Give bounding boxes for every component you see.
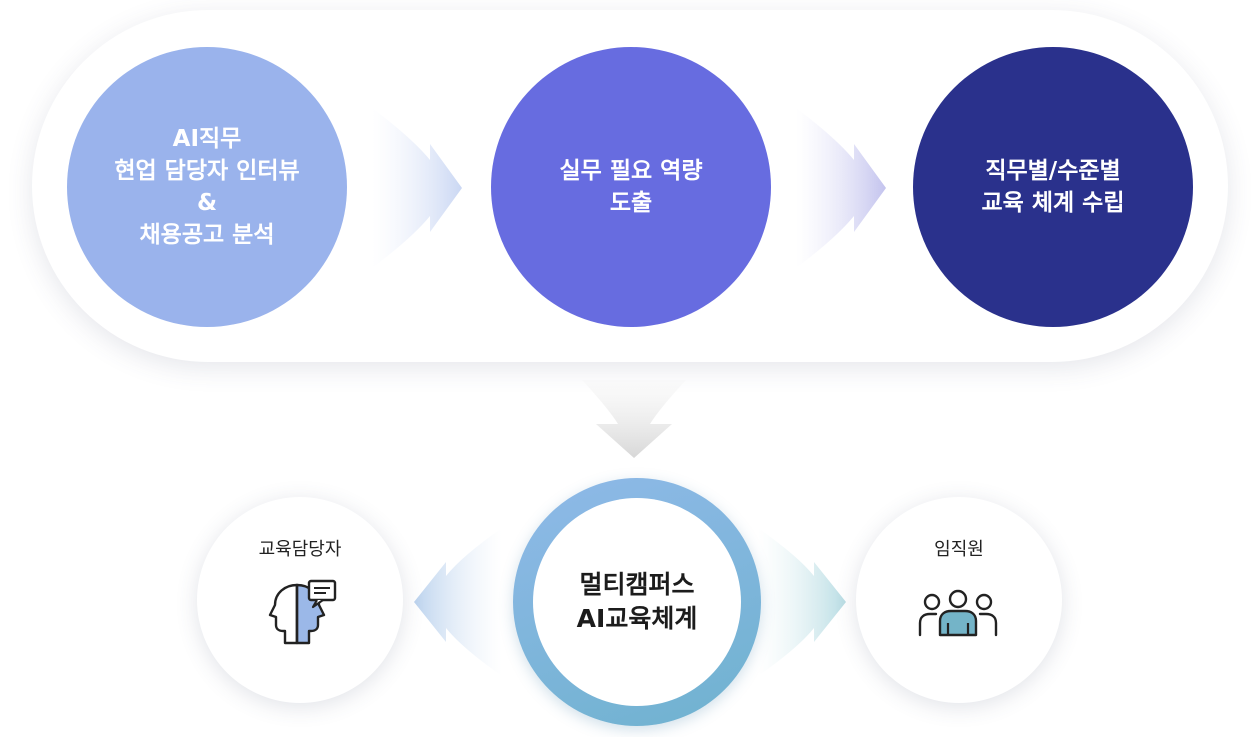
step-3-line-1: 직무별/수준별 xyxy=(985,158,1121,184)
step-circle-3: 직무별/수준별 교육 체계 수립 xyxy=(913,47,1193,327)
node-employees-label: 임직원 xyxy=(934,539,984,560)
center-line-2: AI교육체계 xyxy=(576,604,698,633)
center-line-1: 멀티캠퍼스 xyxy=(579,570,695,599)
step-circle-2: 실무 필요 역량 도출 xyxy=(491,47,771,327)
arrow-right-icon xyxy=(796,108,886,268)
step-1-line-2: 현업 담당자 인터뷰 xyxy=(114,158,300,184)
node-employees: 임직원 xyxy=(856,497,1062,703)
step-1-line-1: AI직무 xyxy=(172,126,242,152)
step-1-line-4: 채용공고 분석 xyxy=(139,222,275,248)
step-2-line-1: 실무 필요 역량 xyxy=(559,158,703,184)
step-2-line-2: 도출 xyxy=(609,190,653,216)
step-3-line-2: 교육 체계 수립 xyxy=(981,190,1125,216)
people-group-icon xyxy=(918,589,998,637)
center-node: 멀티캠퍼스 AI교육체계 xyxy=(533,498,741,706)
arrow-down-icon xyxy=(582,380,686,458)
arrow-right-icon xyxy=(372,108,462,268)
node-education-manager: 교육담당자 xyxy=(197,497,403,703)
arrow-left-icon xyxy=(414,528,502,676)
node-education-manager-label: 교육담당자 xyxy=(258,539,342,560)
arrow-right-icon xyxy=(758,528,846,676)
step-1-line-3: & xyxy=(196,190,218,216)
step-circle-1: AI직무 현업 담당자 인터뷰 & 채용공고 분석 xyxy=(67,47,347,327)
thinking-head-speech-icon xyxy=(268,579,337,645)
